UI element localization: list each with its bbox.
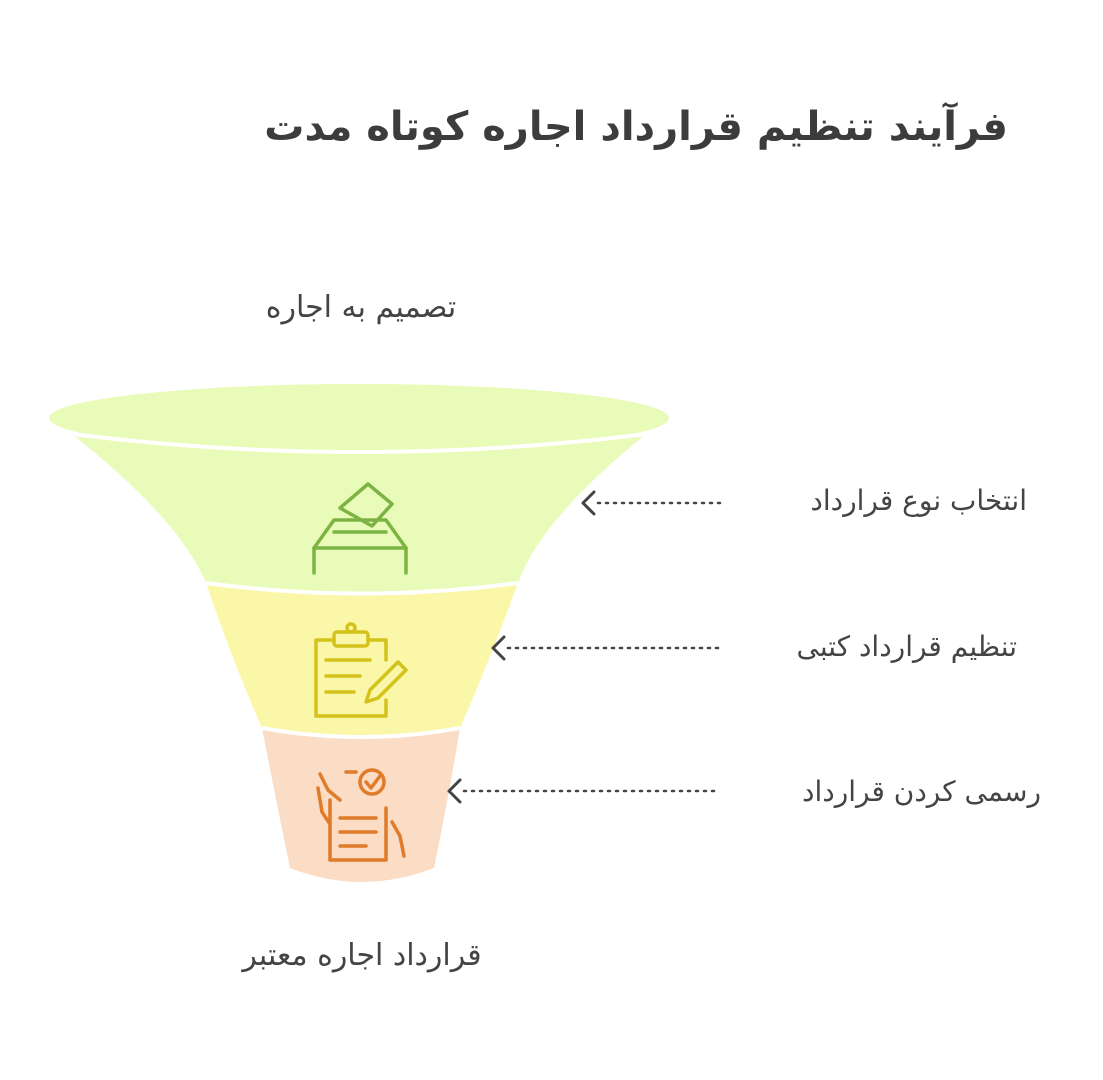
connector-3 (447, 778, 722, 804)
funnel-stage-2 (205, 581, 519, 737)
connector-2 (491, 635, 722, 661)
ballot-box-icon (312, 482, 408, 575)
funnel-output-label: قرارداد اجاره معتبر (242, 938, 482, 973)
funnel-input-label: تصمیم به اجاره (265, 290, 457, 325)
stage-label-select-contract-type: انتخاب نوع قرارداد (810, 484, 1027, 517)
diagram-title: فرآیند تنظیم قرارداد اجاره کوتاه مدت (264, 104, 1008, 150)
hand-signed-document-icon (316, 768, 406, 862)
funnel-stage-3 (261, 726, 461, 882)
stage-label-draft-written-contract: تنظیم قرارداد کتبی (796, 630, 1017, 663)
funnel-stage-1 (49, 384, 669, 594)
clipboard-pen-icon (314, 622, 408, 718)
stage-label-formalize-contract: رسمی کردن قرارداد (802, 775, 1041, 808)
connector-1 (581, 490, 722, 516)
